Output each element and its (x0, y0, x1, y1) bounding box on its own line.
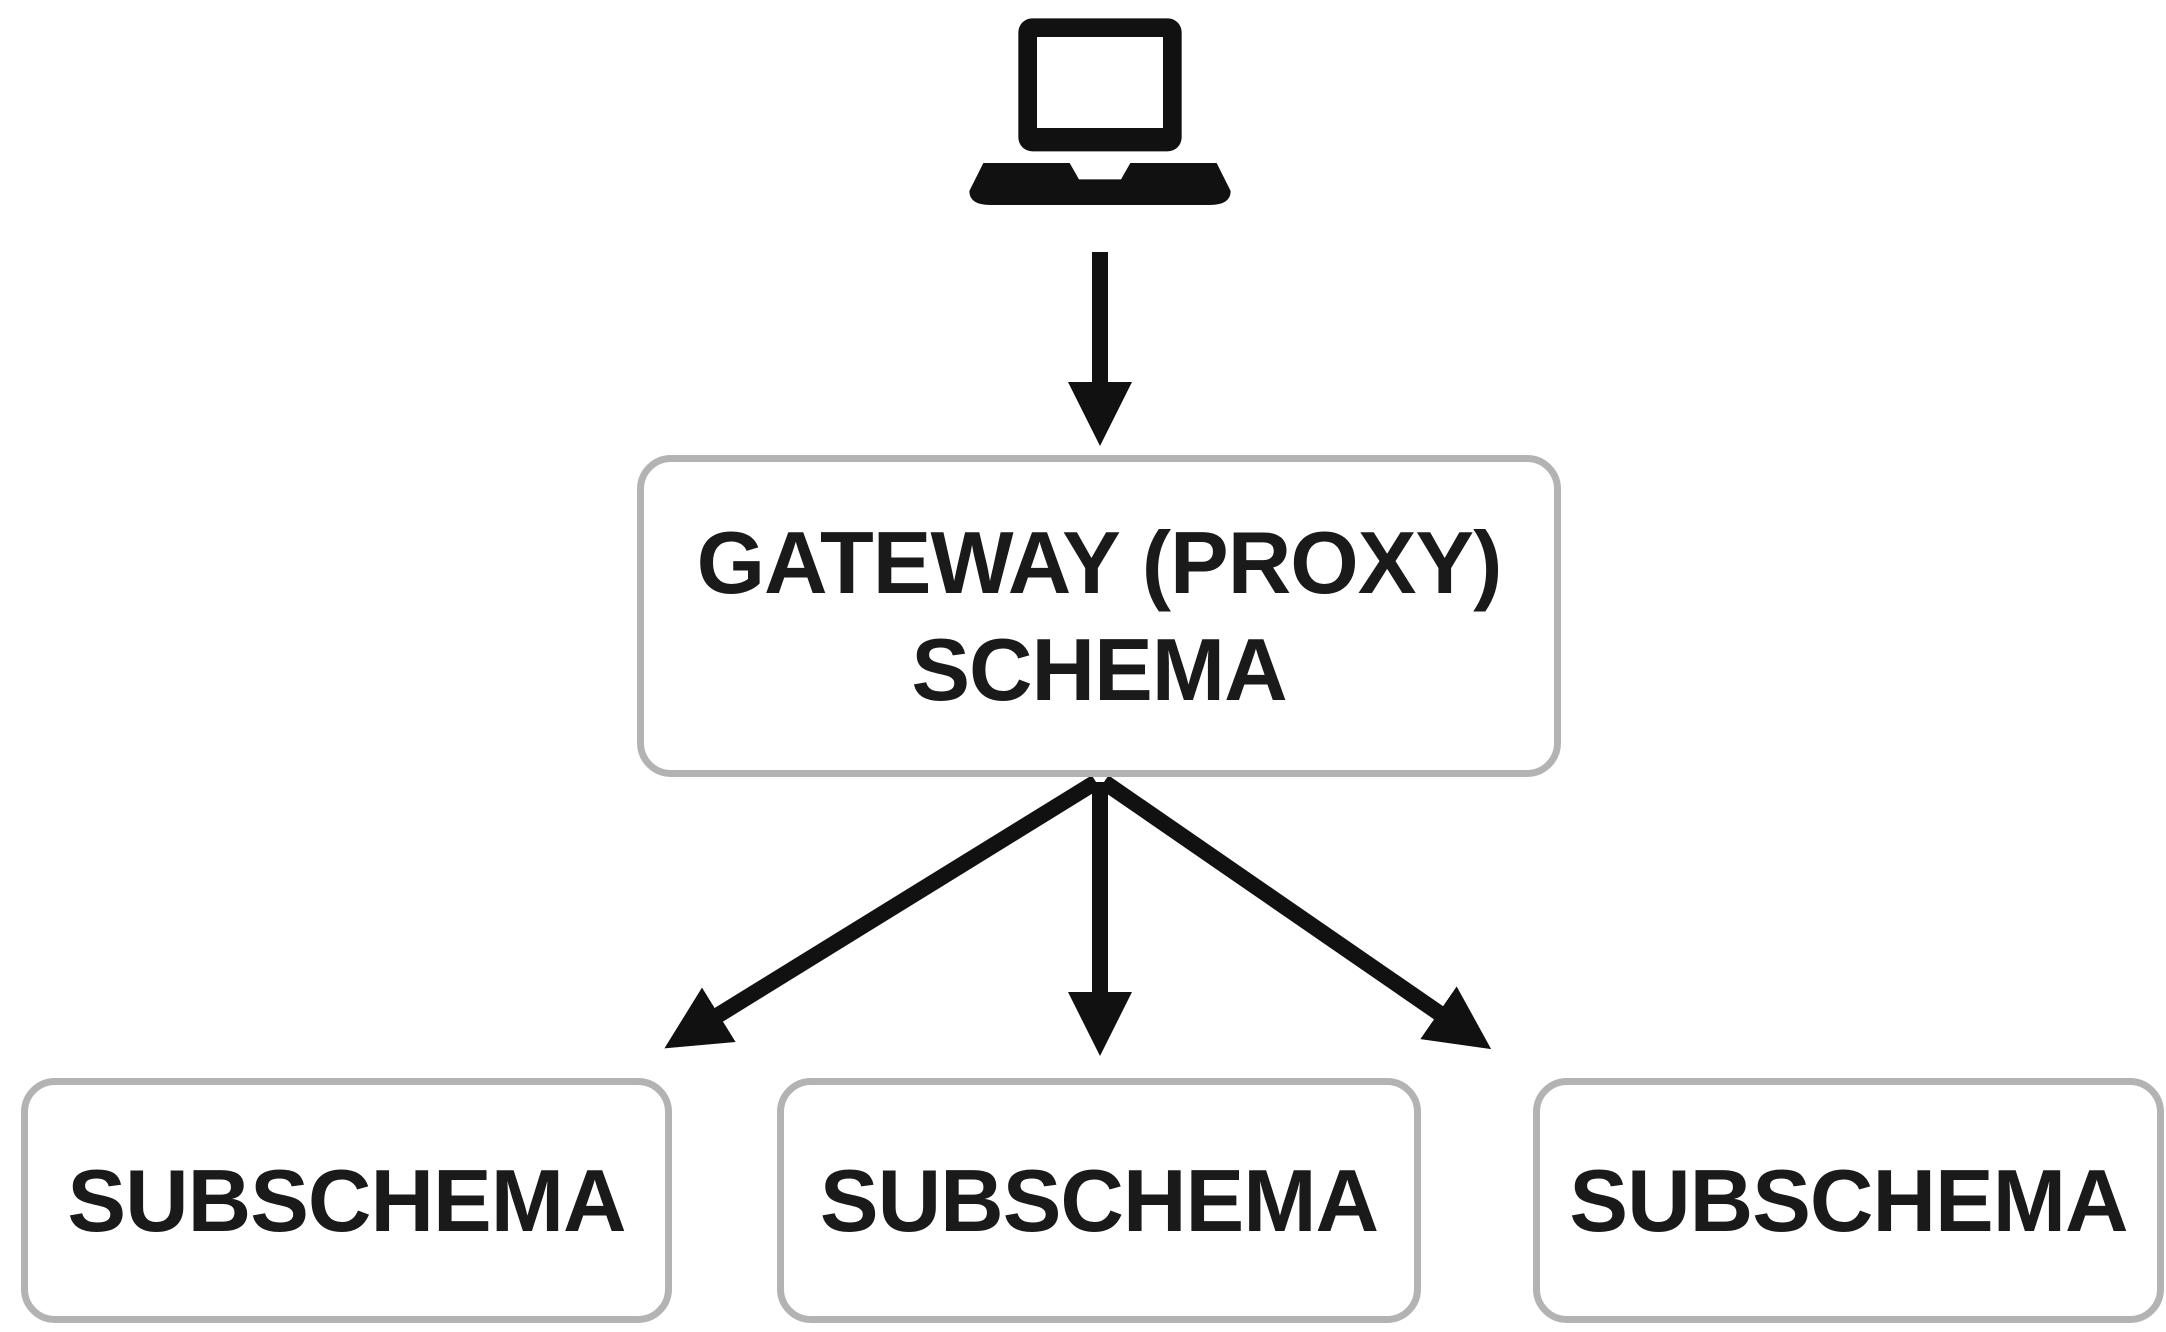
subschema-node-1: SUBSCHEMA (21, 1078, 672, 1323)
laptop-base-notch (1069, 163, 1131, 180)
arrow-gateway-to-subschema-1 (664, 775, 1101, 1049)
subschema-node-2: SUBSCHEMA (777, 1078, 1421, 1323)
arrow-gateway-to-subschema-3 (1099, 775, 1492, 1050)
laptop-icon (969, 18, 1231, 205)
laptop-base (969, 163, 1231, 205)
subschema-label-1: SUBSCHEMA (67, 1150, 626, 1250)
gateway-label-line2: SCHEMA (911, 620, 1287, 719)
gateway-label-line1: GATEWAY (PROXY) (696, 512, 1503, 612)
subschema-node-3: SUBSCHEMA (1533, 1078, 2164, 1323)
laptop-screen (1037, 37, 1163, 128)
subschema-label-3: SUBSCHEMA (1569, 1150, 2128, 1250)
subschema-label-2: SUBSCHEMA (819, 1150, 1379, 1250)
gateway-schema-node: GATEWAY (PROXY) SCHEMA (637, 455, 1561, 777)
